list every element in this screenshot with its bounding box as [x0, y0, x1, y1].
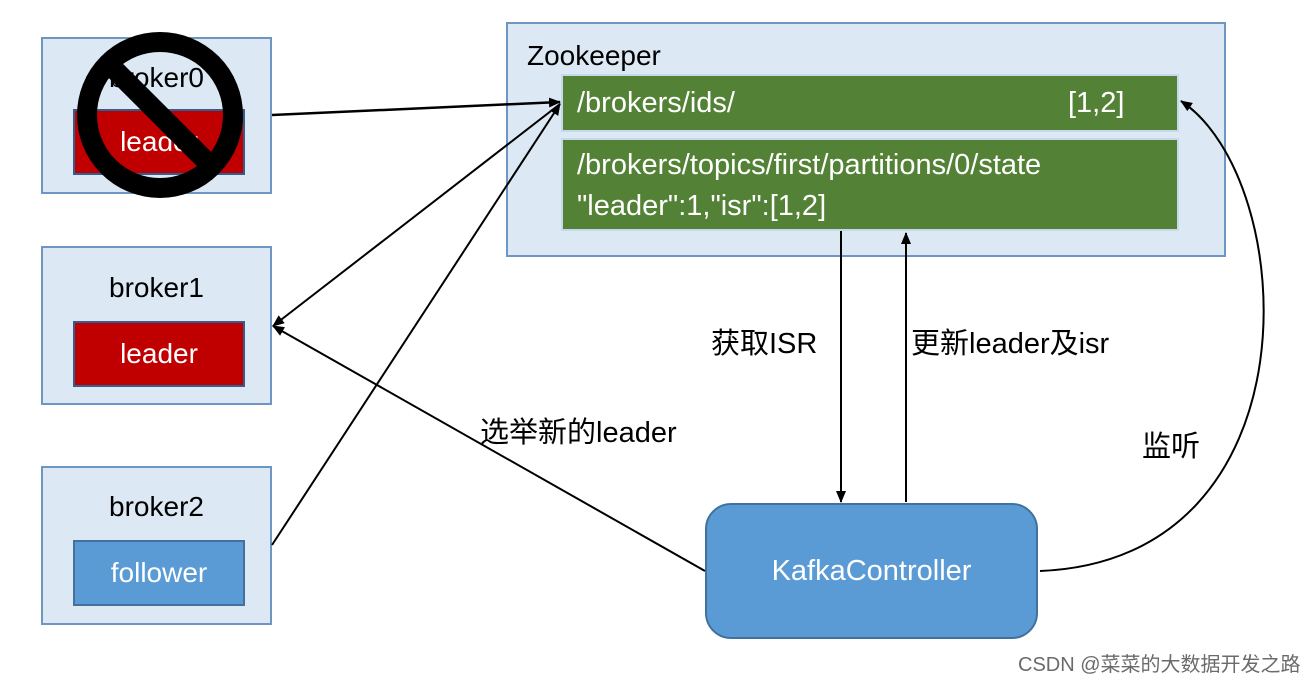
kafka-controller: KafkaController — [705, 503, 1038, 639]
broker2-title: broker2 — [109, 491, 204, 522]
broker2-follower-role: follower — [73, 540, 245, 606]
broker1-leader-role: leader — [73, 321, 245, 387]
broker1-box: broker1 leader — [41, 246, 272, 405]
partition-state-path: /brokers/topics/first/partitions/0/state — [577, 149, 1042, 181]
label-elect-leader: 选举新的leader — [480, 417, 677, 449]
csdn-watermark: CSDN @菜菜的大数据开发之路 — [1018, 654, 1301, 676]
broker-ids-path: /brokers/ids/ — [577, 87, 735, 119]
broker2-box: broker2 follower — [41, 466, 272, 625]
label-update-leader-isr: 更新leader及isr — [911, 328, 1110, 360]
arrow-broker0-to-zk — [271, 97, 561, 117]
broker-ids-value: [1,2] — [1068, 87, 1125, 119]
broker-ids-node: /brokers/ids/ [1,2] — [561, 74, 1179, 132]
label-get-isr: 获取ISR — [711, 328, 818, 360]
prohibited-icon — [77, 32, 243, 198]
partition-state-value: "leader":1,"isr":[1,2] — [577, 190, 827, 222]
broker1-title: broker1 — [109, 272, 204, 303]
zookeeper-title: Zookeeper — [527, 40, 661, 71]
label-listen: 监听 — [1142, 431, 1201, 463]
arrow-listen — [1039, 100, 1265, 572]
arrow-zk-to-broker1 — [272, 103, 561, 327]
arrow-broker2-to-zk — [271, 103, 561, 546]
partition-state-node: /brokers/topics/first/partitions/0/state… — [561, 138, 1179, 231]
arrow-controller-to-broker1 — [272, 325, 706, 572]
